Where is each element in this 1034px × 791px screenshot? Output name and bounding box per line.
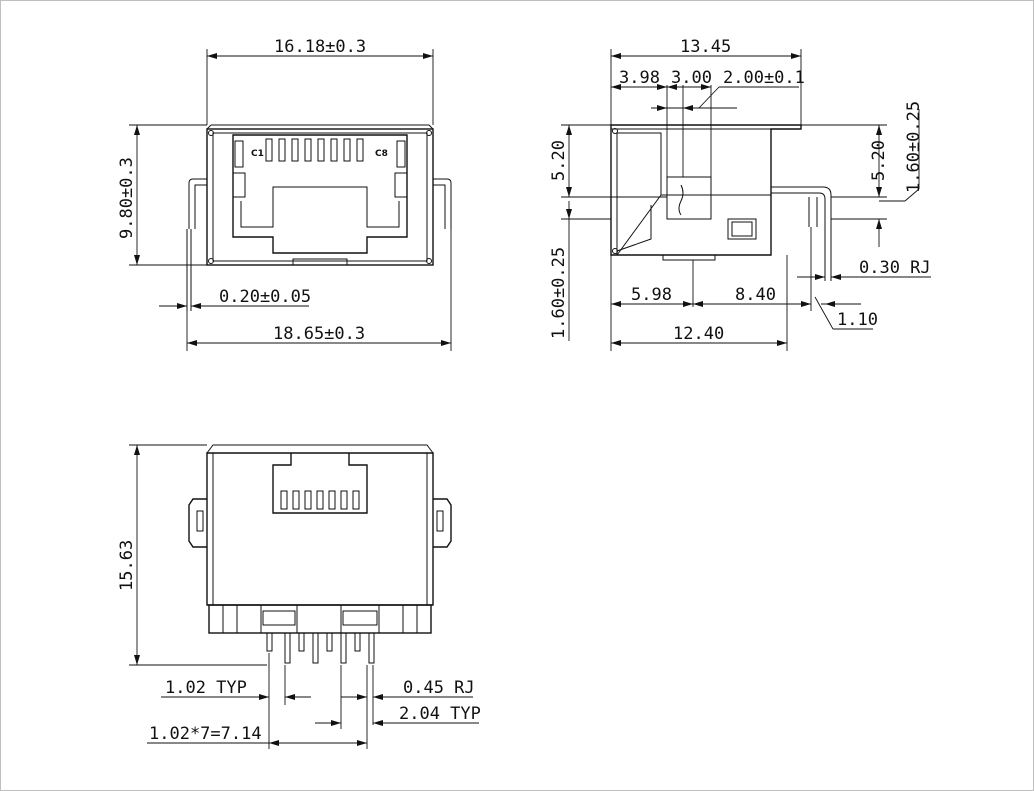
rj-port-cavity (232, 134, 408, 254)
port-side-guide (234, 140, 244, 168)
corner-mark (208, 258, 214, 264)
side-view: 13.45 3.98 3.00 2.00±0.1 5.20 1.60±0.25 (549, 37, 931, 351)
front-view: C1 C8 16.18±0.3 9.80±0.3 0.20±0.05 (117, 37, 452, 351)
contact-pins (265, 138, 364, 162)
bottom-body-outline (206, 452, 434, 606)
corner-mark (426, 258, 432, 264)
dim-pin-offset: 1.10 (837, 310, 878, 330)
bottom-pin-housing (208, 604, 432, 634)
dim-seg-a: 3.98 (619, 68, 660, 88)
side-window-outer (727, 218, 757, 240)
dim-seg-c: 2.00±0.1 (723, 68, 805, 88)
dim-standoff-left: 1.60±0.25 (549, 247, 569, 339)
side-foot (662, 254, 716, 261)
front-foot (292, 258, 348, 265)
bottom-housing-ribs (222, 605, 418, 633)
side-center-curve (678, 184, 684, 216)
dim-length-total: 13.45 (680, 37, 731, 57)
right-ground-tab (433, 178, 452, 229)
dim-pin-dia: 0.45 RJ (403, 678, 475, 698)
port-latch-slots (233, 172, 407, 198)
bottom-contacts (280, 490, 360, 510)
corner-mark (208, 130, 214, 136)
side-latch-line (616, 205, 652, 252)
corner-mark (612, 128, 618, 134)
front-top-bevel (206, 124, 434, 130)
side-bent-pin (771, 186, 832, 281)
left-ground-tab (188, 178, 207, 229)
dim-pin-thickness: 0.20±0.05 (219, 287, 311, 307)
front-body-outline (206, 128, 434, 266)
side-inner-structure (616, 132, 771, 256)
corner-mark (612, 248, 618, 254)
dim-body-length: 12.40 (673, 324, 724, 344)
side-center-block (666, 176, 712, 220)
side-pin-stub (808, 197, 818, 227)
bottom-housing-pockets (262, 610, 378, 626)
bottom-left-ear (188, 498, 207, 548)
side-window-inner (731, 221, 753, 237)
bottom-top-bevel (206, 444, 434, 454)
dim-pitch: 1.02 TYP (165, 678, 247, 698)
dim-seg-d: 5.98 (631, 285, 672, 305)
dim-bottom-length: 15.63 (117, 540, 137, 591)
dim-row-spacing: 2.04 TYP (399, 704, 481, 724)
front-pin-leg (186, 229, 192, 311)
front-body-inner (212, 132, 428, 262)
bottom-right-ear (433, 498, 452, 548)
bottom-left-ear-slot (196, 510, 204, 532)
dim-standoff-right: 1.60±0.25 (904, 101, 924, 193)
dim-height-left: 5.20 (549, 140, 569, 181)
side-body-outline (610, 124, 802, 256)
label-c1: C1 (251, 149, 264, 159)
dim-top-width: 16.18±0.3 (274, 37, 366, 57)
dim-pin-width: 0.30 RJ (859, 258, 931, 278)
port-inner-step (240, 186, 400, 228)
port-side-guide (396, 140, 406, 168)
corner-mark (426, 130, 432, 136)
bottom-view: 15.63 1.02 TYP 0.45 RJ 2.04 TYP 1.02*7=7… (117, 444, 481, 749)
label-c8: C8 (375, 149, 388, 159)
dim-overall-width: 18.65±0.3 (273, 324, 365, 344)
dim-seg-e: 8.40 (735, 285, 776, 305)
bottom-pins (266, 632, 375, 664)
bottom-right-ear-slot (436, 510, 444, 532)
dim-height-right: 5.20 (869, 140, 889, 181)
dim-seg-b: 3.00 (671, 68, 712, 88)
bottom-latch-tab (272, 453, 368, 514)
dim-height: 9.80±0.3 (117, 157, 137, 239)
dim-pin-span: 1.02*7=7.14 (149, 724, 262, 744)
